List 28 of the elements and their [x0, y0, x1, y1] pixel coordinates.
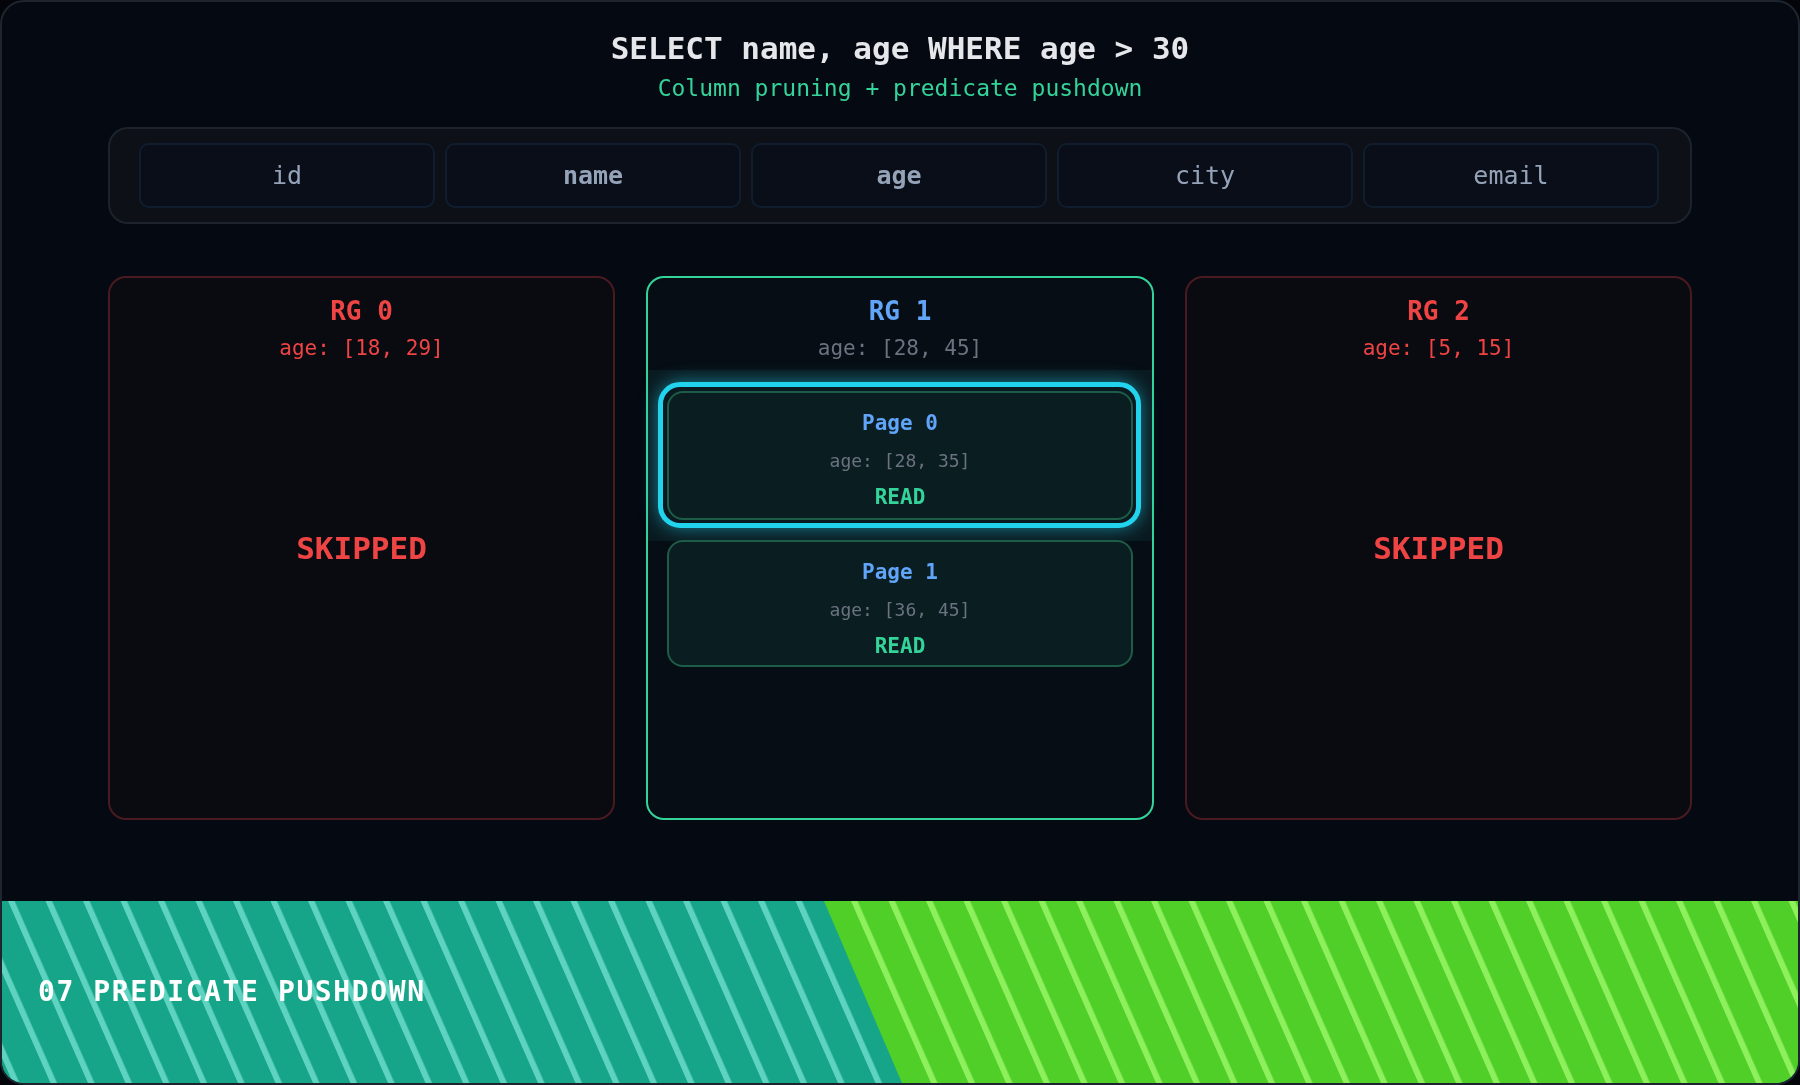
column-header: name	[445, 143, 741, 208]
column-header: city	[1057, 143, 1353, 208]
banner-title: 07 PREDICATE PUSHDOWN	[38, 975, 426, 1009]
row-group-panel	[646, 276, 1154, 820]
status-label: SKIPPED	[296, 529, 427, 567]
row-group-title: RG 2	[1407, 295, 1470, 327]
min-max-range: age: [28, 35]	[829, 449, 971, 473]
footer-banner	[2, 901, 1798, 1083]
row-group-panel	[1185, 276, 1692, 820]
page-title: Page 1	[862, 560, 938, 585]
min-max-range: age: [28, 45]	[817, 335, 983, 361]
column-header: email	[1363, 143, 1659, 208]
status-label: SKIPPED	[1373, 529, 1504, 567]
status-label: READ	[874, 634, 926, 659]
column-header: age	[751, 143, 1047, 208]
row-group-title: RG 0	[330, 295, 393, 327]
column-bar	[108, 127, 1692, 224]
column-header: id	[139, 143, 435, 208]
page-title: Page 0	[862, 411, 938, 436]
row-group-title: RG 1	[868, 295, 932, 327]
row-group-panel	[108, 276, 615, 820]
diagram-title: SELECT name, age WHERE age > 30	[610, 29, 1190, 68]
min-max-range: age: [5, 15]	[1362, 335, 1515, 361]
min-max-range: age: [18, 29]	[279, 335, 444, 361]
status-label: READ	[874, 485, 926, 510]
min-max-range: age: [36, 45]	[829, 598, 971, 622]
page-card	[667, 540, 1133, 667]
subtitle: Column pruning + predicate pushdown	[657, 74, 1143, 102]
